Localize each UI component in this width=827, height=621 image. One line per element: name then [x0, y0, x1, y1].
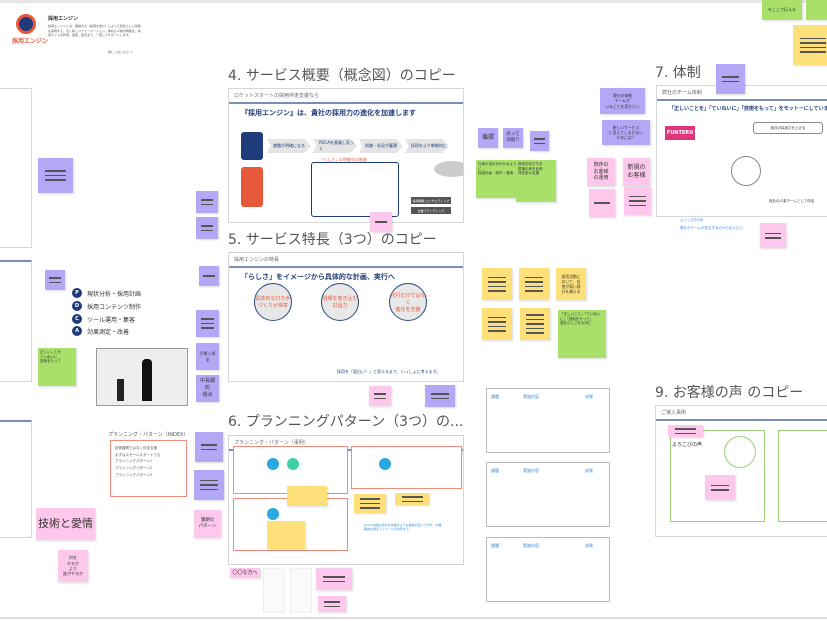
frame-7-slide[interactable]: 弊社のチーム体制 「正しいことを」「ていねいに」「技術をもって」をモットーにして… — [656, 85, 827, 217]
sticky-newsvc[interactable]: 新しいサービス に見えてしまわない ためには？ — [602, 120, 650, 145]
sticky-green-3[interactable]: 正しいことを ていねいに 技術をもって — [38, 348, 76, 386]
canvas-top-edge — [0, 0, 827, 3]
yellow-sticky[interactable] — [482, 268, 512, 300]
pink-sticky[interactable] — [760, 223, 786, 248]
purple-sticky[interactable] — [196, 191, 218, 213]
pink-sticky[interactable] — [624, 187, 651, 215]
yellow-sticky[interactable] — [520, 308, 550, 340]
sticky-green-2[interactable]: 具体的な打ち手 現場の声を反映 伴走型の支援 — [516, 160, 556, 202]
sticky-hokan[interactable]: 採用活動に おいて、自 他が弱い部 分を補える — [556, 268, 586, 300]
left-slide-3[interactable] — [0, 420, 32, 538]
sticky-nani[interactable]: 何を やるか より 誰がやるか — [58, 550, 88, 582]
frame-4-title[interactable]: 4. サービス概要（概念図）のコピー — [228, 68, 456, 84]
pink-sticky[interactable] — [316, 568, 352, 590]
purple-sticky[interactable] — [716, 64, 745, 94]
saiyo-engine-logo: 採用エンジン — [12, 14, 48, 50]
frame-6-title[interactable]: 6. プランニングパターン（3つ）の... — [228, 414, 464, 430]
pink-sticky[interactable] — [589, 189, 615, 217]
frame-4-slide[interactable]: ロケットスタートの採用伴走支援なら 『採用エンジン』は、貴社の採用力の進化を加速… — [228, 88, 464, 223]
purple-sticky[interactable] — [196, 310, 219, 337]
pink-sticky[interactable] — [668, 425, 703, 437]
doc-title: 採用エンジン — [48, 16, 79, 22]
screenshot-image[interactable] — [96, 348, 188, 406]
sticky-oo[interactable]: 〇〇な方へ — [230, 568, 260, 578]
sticky-kadai[interactable]: 課題の パターン — [194, 510, 221, 538]
frame-5-title[interactable]: 5. サービス特長（3つ）のコピー — [228, 232, 437, 248]
purple-sticky[interactable] — [194, 470, 224, 500]
yellow-sticky[interactable] — [395, 493, 429, 505]
pink-sticky[interactable] — [369, 386, 391, 406]
doc-footer-link[interactable]: 詳しくはこちら ＞ — [108, 50, 133, 54]
sticky-green-1[interactable]: 仕事の流れがわかるように… 採用計画・制作・運用 — [476, 160, 519, 198]
yellow-sticky[interactable] — [267, 521, 305, 549]
purple-sticky[interactable] — [199, 266, 219, 286]
sticky-green-4[interactable]: 「正しいこと」「ていねいに」「技術をもって」 貴社らしさを大切に — [558, 310, 606, 358]
canvas-bottom-edge — [0, 617, 827, 619]
sticky-chuchoki[interactable]: 中長期的 視点 — [196, 375, 219, 402]
sticky-shinki[interactable]: 新規の お客様 — [623, 158, 650, 186]
yellow-sticky[interactable] — [793, 25, 827, 65]
green-sticky[interactable] — [806, 0, 827, 20]
purple-sticky[interactable] — [425, 385, 455, 407]
yellow-sticky[interactable] — [519, 268, 549, 300]
sticky-team[interactable]: 弊社の体制 チームが いることを見せたい — [600, 88, 645, 114]
yellow-sticky[interactable] — [482, 308, 512, 340]
sticky-gijutsu[interactable]: 技術と愛情 — [36, 508, 95, 540]
sticky-junkan[interactable]: 循環 — [478, 128, 498, 148]
frame-5-slide[interactable]: 採用エンジンの特長 「らしさ」をイメージから具体的な計画、実行へ 具体的な打ち手… — [228, 252, 464, 382]
thumbnail-doc[interactable] — [263, 568, 285, 613]
frame-7-title[interactable]: 7. 体制 — [655, 65, 701, 81]
doc-body: 採用エンジンとは、組織の力（採用を含む）によって自社らしい採用を実現する、全く新… — [48, 24, 141, 37]
sticky-kizon[interactable]: 既存の お客様 の運用 — [587, 158, 615, 186]
frame-9-title[interactable]: 9. お客様の声 のコピー — [655, 385, 804, 401]
pink-sticky[interactable] — [318, 596, 346, 612]
frame-7-link-2[interactable]: 弊社のチームが担当するのかも伝えたい — [680, 226, 743, 230]
left-slide-2[interactable] — [0, 260, 32, 382]
sticky-tsutaeru[interactable]: をここで伝える — [762, 0, 802, 20]
sticky-teatsu[interactable]: 手厚く保全 — [196, 343, 219, 370]
purple-sticky[interactable] — [195, 432, 223, 462]
purple-sticky[interactable] — [530, 131, 549, 151]
frame-7-link-1[interactable]: ぶっく5万の件 — [680, 218, 704, 222]
yellow-sticky[interactable] — [354, 494, 386, 513]
pink-sticky[interactable] — [370, 212, 392, 232]
purple-sticky[interactable] — [196, 217, 218, 239]
index-title: プランニング・パターン（INDEX） — [108, 432, 189, 438]
thumbnail-doc[interactable] — [290, 568, 312, 613]
case-card[interactable]: 課題実施内容成果 — [486, 537, 610, 602]
pink-sticky[interactable] — [705, 475, 735, 500]
sticky-modotte[interactable]: 戻って 深掘り — [503, 128, 523, 148]
case-card[interactable]: 課題実施内容成果 — [486, 388, 610, 453]
left-slide-1[interactable] — [0, 88, 32, 248]
case-card[interactable]: 課題実施内容成果 — [486, 462, 610, 527]
purple-sticky[interactable] — [38, 158, 73, 193]
yellow-sticky[interactable] — [287, 486, 327, 506]
purple-sticky[interactable] — [45, 270, 65, 290]
